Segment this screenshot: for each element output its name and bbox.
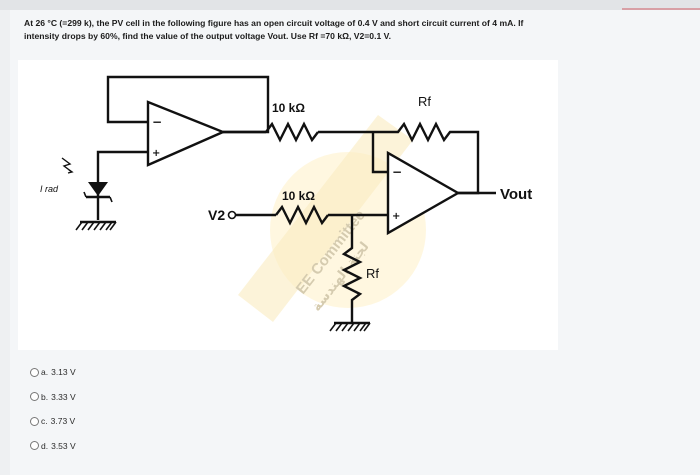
option-a[interactable]: a. 3.13 V (30, 360, 230, 385)
vout-label: Vout (500, 186, 532, 203)
rf-top-label: Rf (418, 94, 431, 109)
top-bar (0, 0, 700, 10)
option-text: 3.13 V (51, 367, 76, 378)
opamp1-minus-sign: − (152, 115, 162, 129)
question-line-2: intensity drops by 60%, find the value o… (24, 31, 391, 41)
radio-button-icon[interactable] (30, 392, 39, 402)
option-letter: d. (41, 440, 49, 451)
option-letter: c. (41, 416, 48, 427)
option-d[interactable]: d. 3.53 V (30, 434, 230, 459)
opamp2-plus-sign: + (392, 211, 400, 222)
circuit-figure: EE Committee لجنة الهندسة (18, 60, 558, 350)
light-arrows-icon (61, 157, 74, 174)
opamp-1 (146, 100, 227, 167)
irad-label: I rad (40, 184, 59, 194)
option-letter: a. (41, 367, 49, 378)
option-c[interactable]: c. 3.73 V (30, 409, 230, 434)
ground-icon-2 (329, 321, 371, 332)
question-text: At 26 °C (=299 k), the PV cell in the fo… (24, 17, 684, 43)
opamp1-plus-sign: + (152, 148, 160, 159)
option-text: 3.73 V (50, 416, 76, 427)
v2-label: V2 (208, 207, 225, 223)
radio-button-icon[interactable] (30, 441, 39, 451)
opamp2-minus-wire (371, 132, 388, 174)
rf-bottom-label: Rf (366, 266, 379, 281)
circuit-diagram: EE Committee لجنة الهندسة (40, 75, 532, 332)
opamp2-minus-sign: − (392, 165, 402, 179)
option-text: 3.53 V (51, 440, 76, 451)
radio-button-icon[interactable] (30, 416, 39, 426)
ground-icon (75, 220, 117, 231)
opamp1-plus-wire (96, 150, 148, 180)
question-line-1: At 26 °C (=299 k), the PV cell in the fo… (24, 18, 524, 28)
answer-options: a. 3.13 V b. 3.33 V c. 3.73 V d. 3.53 V (30, 360, 230, 458)
option-b[interactable]: b. 3.33 V (30, 385, 230, 410)
resistor-rf-top (388, 121, 480, 195)
option-letter: b. (41, 391, 49, 402)
photodiode (83, 182, 113, 203)
top-bar-accent (622, 8, 700, 11)
r2-label: 10 kΩ (282, 189, 315, 203)
option-text: 3.33 V (51, 391, 76, 402)
v2-terminal (227, 210, 237, 220)
resistor-r2 (275, 204, 329, 226)
resistor-rf-bottom (341, 215, 363, 322)
opamp-2 (386, 150, 461, 236)
r1-label: 10 kΩ (272, 101, 305, 115)
radio-button-icon[interactable] (30, 367, 39, 377)
resistor-r1 (265, 121, 319, 143)
